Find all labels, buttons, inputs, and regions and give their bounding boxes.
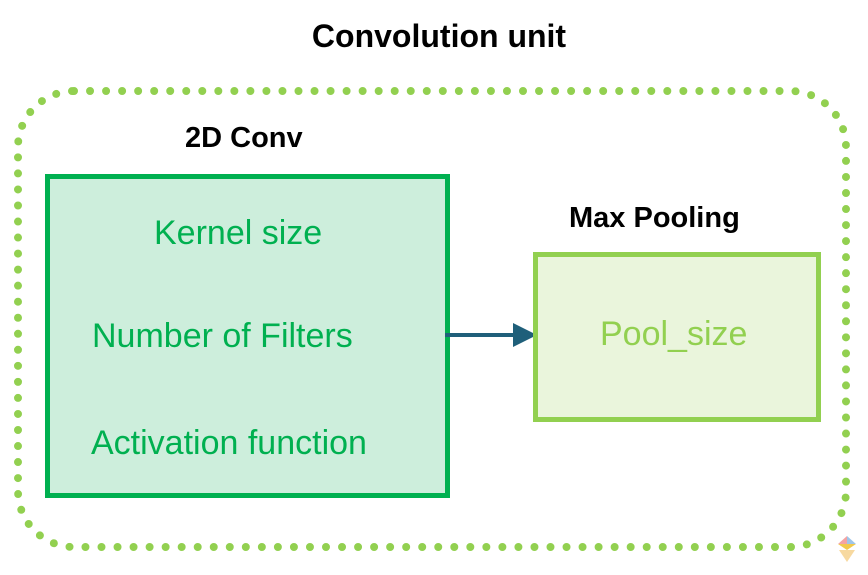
flow-arrow bbox=[445, 323, 537, 347]
conv-item-number-of-filters: Number of Filters bbox=[92, 317, 353, 355]
diagram-title: Convolution unit bbox=[311, 18, 567, 54]
convolution-unit-container bbox=[14, 87, 850, 551]
pool-label: Max Pooling bbox=[569, 202, 740, 234]
pool-box: Pool_size bbox=[533, 252, 821, 422]
corner-logo-icon bbox=[838, 536, 856, 562]
conv-item-kernel-size: Kernel size bbox=[154, 214, 323, 252]
conv-box: Kernel size Number of Filters Activation… bbox=[45, 174, 450, 498]
pool-item-pool-size: Pool_size bbox=[600, 315, 748, 353]
conv-label: 2D Conv bbox=[185, 122, 303, 154]
conv-item-activation-function: Activation function bbox=[91, 424, 367, 462]
